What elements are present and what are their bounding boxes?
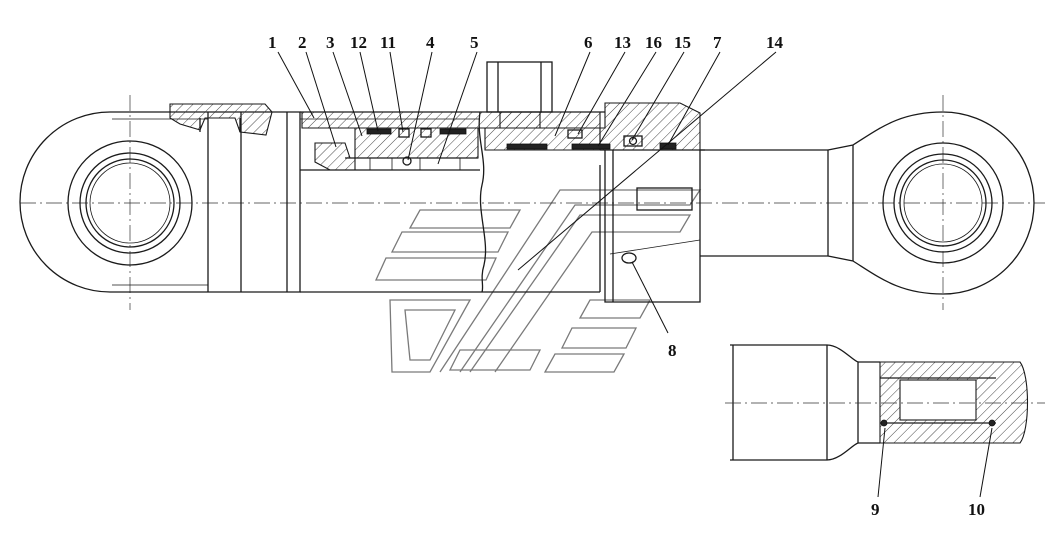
callout-4: 4	[426, 33, 435, 52]
right-mounting-eye	[852, 111, 1035, 295]
callout-14: 14	[766, 33, 784, 52]
cylinder-head-nut	[599, 150, 701, 303]
piston-section	[300, 127, 480, 171]
callout-13: 13	[614, 33, 631, 52]
callout-1: 1	[268, 33, 277, 52]
watermark-logo	[374, 189, 702, 373]
callout-8: 8	[668, 341, 677, 360]
callout-3: 3	[326, 33, 335, 52]
left-mounting-eye	[19, 103, 301, 293]
piston-rod	[700, 144, 854, 262]
callout-10: 10	[968, 500, 985, 519]
callout-16: 16	[645, 33, 662, 52]
callout-6: 6	[584, 33, 593, 52]
leader-lines	[277, 51, 993, 498]
callout-7: 7	[713, 33, 722, 52]
callout-labels: 1 2 3 12 11 4 5 6 13 16 15 7 14 8 9 10	[268, 33, 985, 519]
callout-5: 5	[470, 33, 479, 52]
detail-view	[725, 344, 1045, 461]
callout-9: 9	[871, 500, 880, 519]
callout-15: 15	[674, 33, 691, 52]
callout-11: 11	[380, 33, 396, 52]
rod-guide-section	[484, 61, 705, 151]
callout-2: 2	[298, 33, 307, 52]
callout-12: 12	[350, 33, 367, 52]
